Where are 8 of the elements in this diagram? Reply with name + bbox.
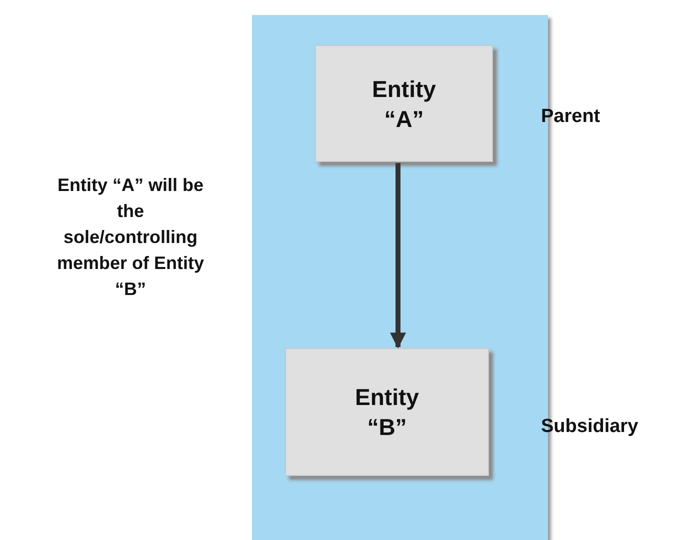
entity-name: Entity “B” (354, 383, 420, 442)
arrow (390, 163, 406, 349)
entity-box (285, 348, 489, 476)
note-text: Entity “A” will be the sole/controlling member of Entity “B” (56, 174, 206, 301)
role-label: Subsidiary (541, 416, 638, 438)
entity-name: Entity “A” (371, 74, 437, 134)
entity-box (315, 45, 493, 162)
role-label: Parent (541, 106, 600, 128)
